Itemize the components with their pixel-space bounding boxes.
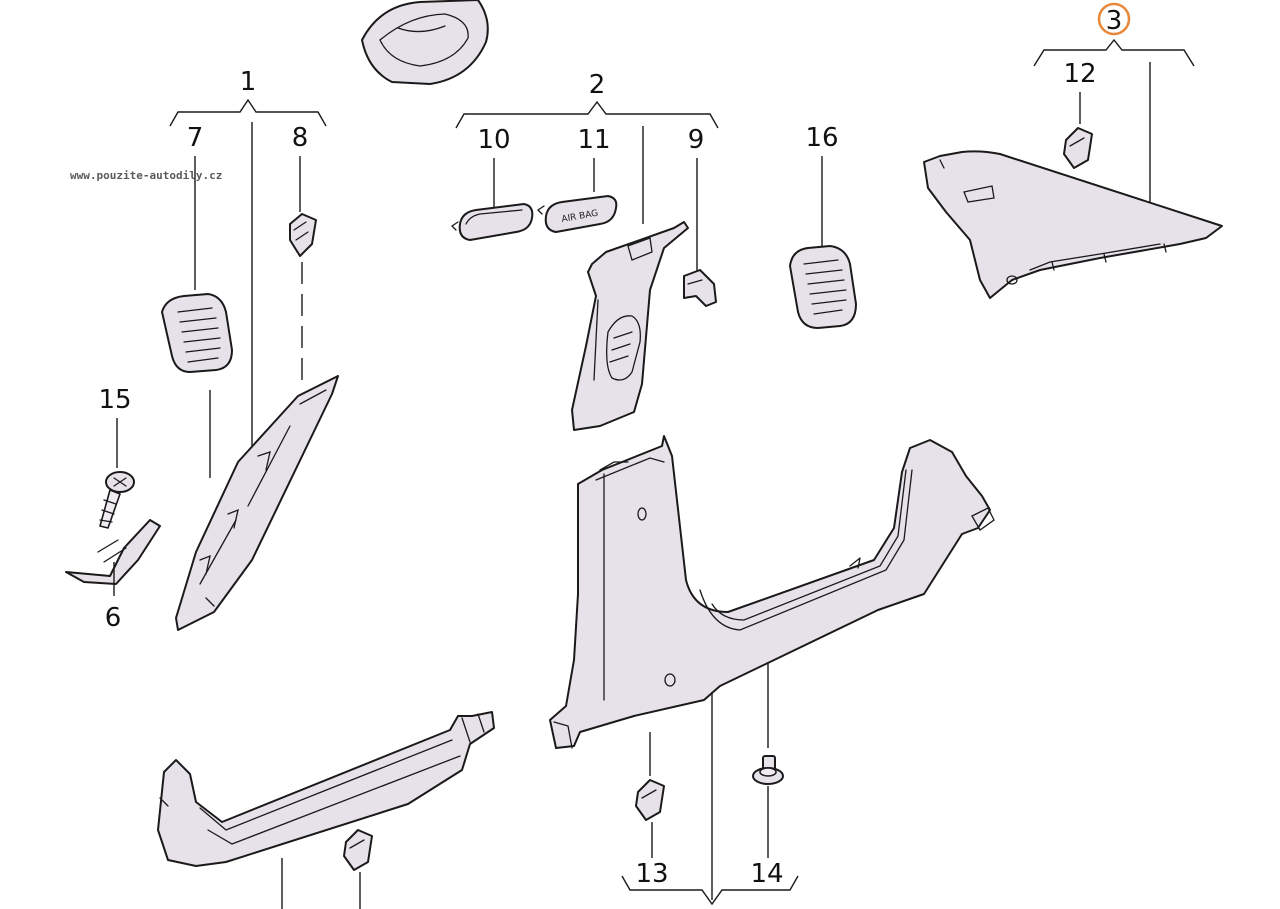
part-8-clip: [289, 213, 317, 257]
callout-12: 12: [1063, 59, 1096, 89]
callout-9: 9: [688, 125, 705, 155]
callout-2: 2: [589, 70, 606, 100]
callout-16: 16: [805, 123, 838, 153]
part-15-screw: [99, 471, 135, 529]
part-16-grille: [789, 245, 857, 329]
part-9-clip: [683, 269, 717, 307]
callout-15: 15: [98, 385, 131, 415]
callout-3: 3: [1106, 6, 1123, 36]
callout-10: 10: [477, 125, 510, 155]
callout-14: 14: [750, 859, 783, 889]
part-10-badge: [451, 203, 534, 241]
group-15-6: 15 6: [65, 385, 161, 633]
group-2: 2 10 11 9 AIR BAG: [451, 70, 719, 431]
part-lower-trim: [549, 435, 995, 749]
watermark: www.pouzite-autodily.cz: [70, 169, 222, 182]
callout-8: 8: [292, 123, 309, 153]
group-3: 3 12: [923, 2, 1223, 299]
part-2-bpillar-upper: [571, 221, 689, 431]
part-6-bracket: [65, 519, 161, 585]
part-3-cpillar-trim: [923, 150, 1223, 299]
callout-6: 6: [105, 603, 122, 633]
highlight-ring: [1097, 2, 1131, 36]
group-16: 16: [789, 123, 857, 329]
lower-callouts: 13 14: [621, 662, 799, 906]
part-12-clip: [1063, 127, 1093, 169]
callout-7: 7: [187, 123, 204, 153]
part-11-airbag-badge: AIR BAG: [537, 195, 618, 233]
callout-1: 1: [240, 67, 257, 97]
group-1: 1 7 8: [161, 67, 339, 631]
top-cut-part: [361, 0, 489, 85]
part-14-stud: [752, 755, 784, 785]
part-sill-front: [157, 711, 495, 867]
part-7-grille: [161, 293, 233, 373]
part-clip-bottom: [343, 829, 373, 871]
callout-13: 13: [635, 859, 668, 889]
part-1-pillar-trim: [175, 375, 339, 631]
part-13-clip: [635, 779, 665, 821]
callout-11: 11: [577, 125, 610, 155]
